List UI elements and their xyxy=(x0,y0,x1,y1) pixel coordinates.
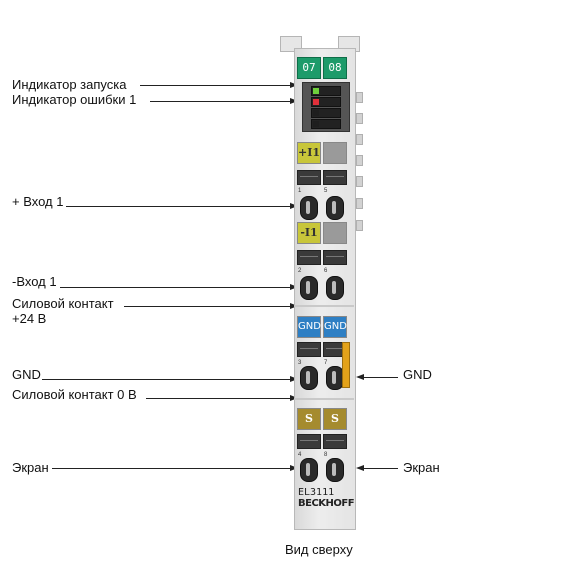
point-number: 5 xyxy=(324,188,328,194)
release-slot xyxy=(323,342,347,357)
gnd-left-leader xyxy=(42,379,292,380)
point-number: 6 xyxy=(324,268,328,274)
blank-tag xyxy=(323,142,347,164)
point-number: 8 xyxy=(324,452,328,458)
spring-contact-5 xyxy=(326,196,344,220)
gnd-tag: GND xyxy=(297,316,321,338)
release-slot xyxy=(323,250,347,265)
point-number: 1 xyxy=(298,188,302,194)
power-0-leader xyxy=(146,398,292,399)
release-slot xyxy=(297,250,321,265)
power-contact-divider xyxy=(294,398,354,400)
power-0-label: Силовой контакт 0 В xyxy=(12,387,137,402)
side-tab xyxy=(356,155,363,166)
off-led-light xyxy=(313,121,319,127)
spring-contact-4 xyxy=(300,458,318,482)
side-tab xyxy=(356,198,363,209)
side-tab xyxy=(356,92,363,103)
power-24-label: Силовой контакт +24 В xyxy=(12,296,114,326)
spring-contact-3 xyxy=(300,366,318,390)
power-24-leader xyxy=(124,306,292,307)
screen-right-arrow xyxy=(356,465,364,471)
blank-tag xyxy=(323,222,347,244)
input-minus-leader xyxy=(60,287,292,288)
gnd-left-label: GND xyxy=(12,367,41,382)
side-tab xyxy=(356,134,363,145)
error-indicator-leader xyxy=(150,101,292,102)
error-indicator-label: Индикатор ошибки 1 xyxy=(12,92,137,107)
point-number: 7 xyxy=(324,360,328,366)
spring-contact-2 xyxy=(300,276,318,300)
plus-i1-tag: +I1 xyxy=(297,142,321,164)
screen-tag: S xyxy=(323,408,347,430)
power-contact-divider xyxy=(294,305,354,307)
point-number: 4 xyxy=(298,452,302,458)
screen-tag: S xyxy=(297,408,321,430)
input-plus-label: + Вход 1 xyxy=(12,194,64,209)
spring-contact-1 xyxy=(300,196,318,220)
channel-number-07: 07 xyxy=(297,57,321,79)
release-slot xyxy=(297,342,321,357)
spring-contact-6 xyxy=(326,276,344,300)
side-tab xyxy=(356,176,363,187)
release-slot xyxy=(297,170,321,185)
side-tab xyxy=(356,220,363,231)
screen-left-label: Экран xyxy=(12,460,49,475)
view-caption: Вид сверху xyxy=(285,542,353,557)
release-slot xyxy=(323,170,347,185)
power-contact-bar xyxy=(342,342,350,388)
screen-left-leader xyxy=(52,468,292,469)
gnd-right-arrow xyxy=(356,374,364,380)
point-number: 2 xyxy=(298,268,302,274)
input-plus-leader xyxy=(66,206,292,207)
spring-contact-8 xyxy=(326,458,344,482)
start-indicator-label: Индикатор запуска xyxy=(12,77,127,92)
led xyxy=(311,108,341,118)
led xyxy=(311,119,341,129)
gnd-right-leader xyxy=(362,377,398,378)
off-led-light xyxy=(313,110,319,116)
minus-i1-tag: -I1 xyxy=(297,222,321,244)
gnd-right-label: GND xyxy=(403,367,432,382)
channel-number-08: 08 xyxy=(323,57,347,79)
input-minus-label: -Вход 1 xyxy=(12,274,57,289)
spring-contact-7 xyxy=(326,366,344,390)
run-led xyxy=(311,86,341,96)
led-block xyxy=(302,82,350,132)
start-indicator-leader xyxy=(140,85,292,86)
screen-right-leader xyxy=(362,468,398,469)
release-slot xyxy=(297,434,321,449)
error-led xyxy=(311,97,341,107)
run-led-light xyxy=(313,88,319,94)
gnd-tag: GND xyxy=(323,316,347,338)
screen-right-label: Экран xyxy=(403,460,440,475)
manufacturer-logo: BECKHOFF xyxy=(298,498,355,509)
model-number: EL3111 xyxy=(298,487,335,498)
release-slot xyxy=(323,434,347,449)
error-led-light xyxy=(313,99,319,105)
point-number: 3 xyxy=(298,360,302,366)
side-tab xyxy=(356,113,363,124)
el3111-terminal: 07 08 +I1 1 5 -I1 2 6 GND GND 3 7 S S 4 … xyxy=(280,30,363,530)
